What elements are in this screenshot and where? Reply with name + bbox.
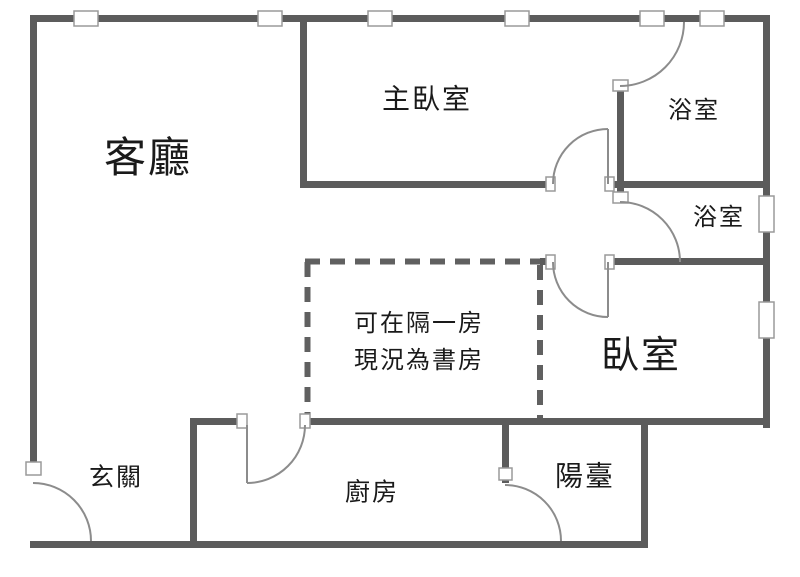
room-label-entry: 玄關	[88, 462, 144, 492]
wall-master-left	[300, 15, 307, 188]
door-jamb-icon	[545, 176, 556, 192]
doors	[32, 21, 685, 542]
room-label-balcony: 陽臺	[554, 459, 616, 493]
wall-top-6	[664, 15, 700, 22]
bathroom-mid-door-arc-icon	[619, 201, 681, 263]
wall-bath1-bottom	[608, 181, 770, 188]
window-icon	[257, 10, 283, 27]
wall-top-3	[282, 15, 368, 22]
wall-top-5	[529, 15, 640, 22]
room-label-study-note: 可在隔一房 現況為書房	[354, 305, 484, 379]
wall-balcony-left	[502, 418, 509, 483]
window-icon	[758, 195, 775, 233]
wall-left	[30, 15, 37, 462]
room-label-bedroom: 臥室	[600, 333, 682, 378]
wall-top-7	[724, 15, 770, 22]
wall-master-bottom	[300, 181, 553, 188]
wall-kitchen-balcony-bedroom	[304, 418, 770, 425]
door-jamb-icon	[498, 467, 513, 481]
windows	[73, 10, 775, 339]
door-jamb-icon	[545, 254, 556, 270]
wall-top-2	[98, 15, 258, 22]
kitchen-door-arc-icon	[246, 424, 306, 484]
wall-bath2-bottom	[608, 258, 770, 265]
room-label-master-bedroom: 主臥室	[381, 82, 473, 116]
room-label-kitchen: 廚房	[344, 477, 400, 507]
balcony-door-arc-icon	[504, 484, 562, 542]
window-icon	[699, 10, 725, 27]
wall-kitchen-top-left	[190, 418, 244, 425]
entry-door-arc-icon	[32, 482, 92, 542]
study-note-line2: 現況為書房	[354, 346, 484, 374]
wall-bath1-left	[617, 88, 624, 188]
door-jamb-icon	[604, 254, 615, 270]
room-label-bathroom-mid: 浴室	[693, 202, 745, 231]
wall-top-1	[30, 15, 74, 22]
door-jamb-icon	[604, 176, 615, 192]
bedroom-door-arc-icon	[552, 261, 609, 318]
room-label-bathroom-top: 浴室	[668, 95, 720, 124]
master-bedroom-door-arc-icon	[552, 128, 609, 185]
bathroom-top-door-arc-icon	[619, 21, 685, 87]
wall-kitchen-left	[190, 418, 197, 548]
window-icon	[639, 10, 665, 27]
room-label-living-room: 客廳	[103, 132, 193, 182]
study-partition-dashed	[304, 258, 543, 418]
door-jamb-icon	[236, 413, 248, 429]
window-icon	[73, 10, 99, 27]
study-note-line1: 可在隔一房	[354, 309, 484, 337]
wall-top-4	[392, 15, 505, 22]
window-icon	[504, 10, 530, 27]
wall-balcony-right	[641, 418, 648, 548]
window-icon	[367, 10, 393, 27]
door-jamb-icon	[25, 461, 42, 476]
wall-bottom	[30, 541, 648, 548]
window-icon	[758, 301, 775, 339]
